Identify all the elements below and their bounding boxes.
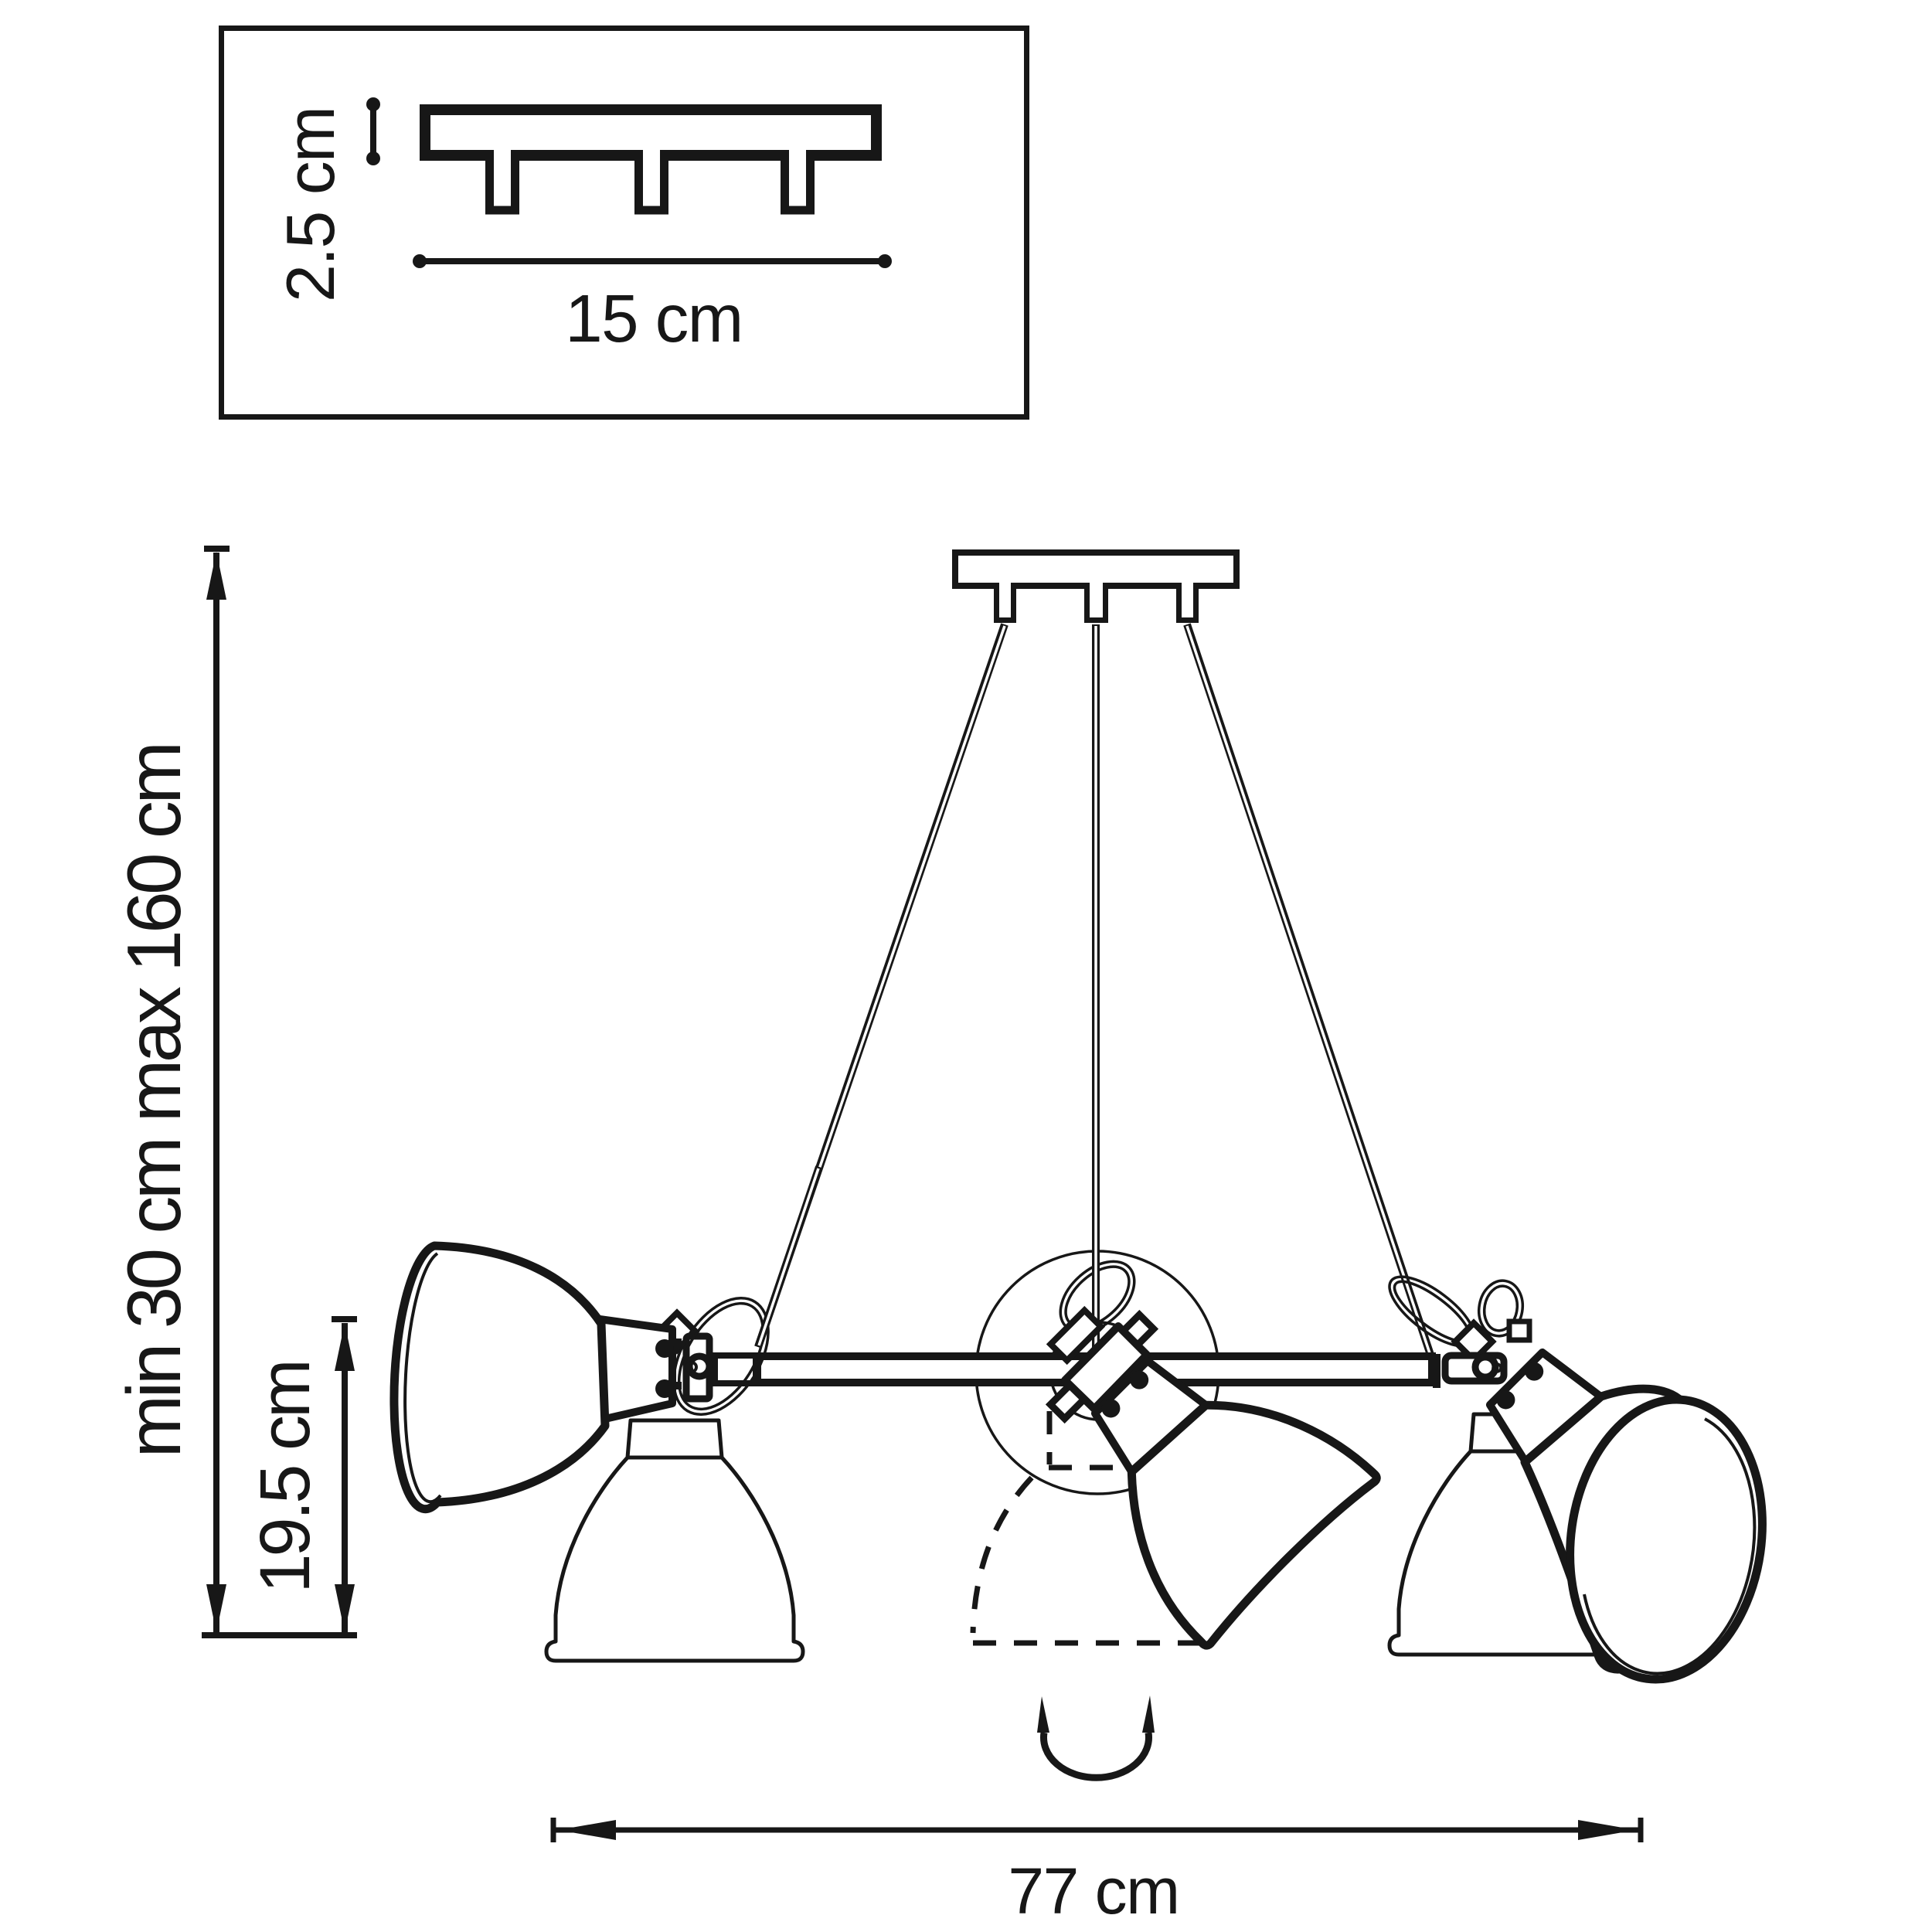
svg-text:77 cm: 77 cm	[1008, 1855, 1179, 1927]
svg-text:15 cm: 15 cm	[565, 281, 742, 356]
svg-text:min 30 cm max 160 cm: min 30 cm max 160 cm	[111, 745, 196, 1458]
svg-text:2.5 cm: 2.5 cm	[272, 107, 349, 302]
svg-text:19.5 cm: 19.5 cm	[246, 1362, 325, 1593]
